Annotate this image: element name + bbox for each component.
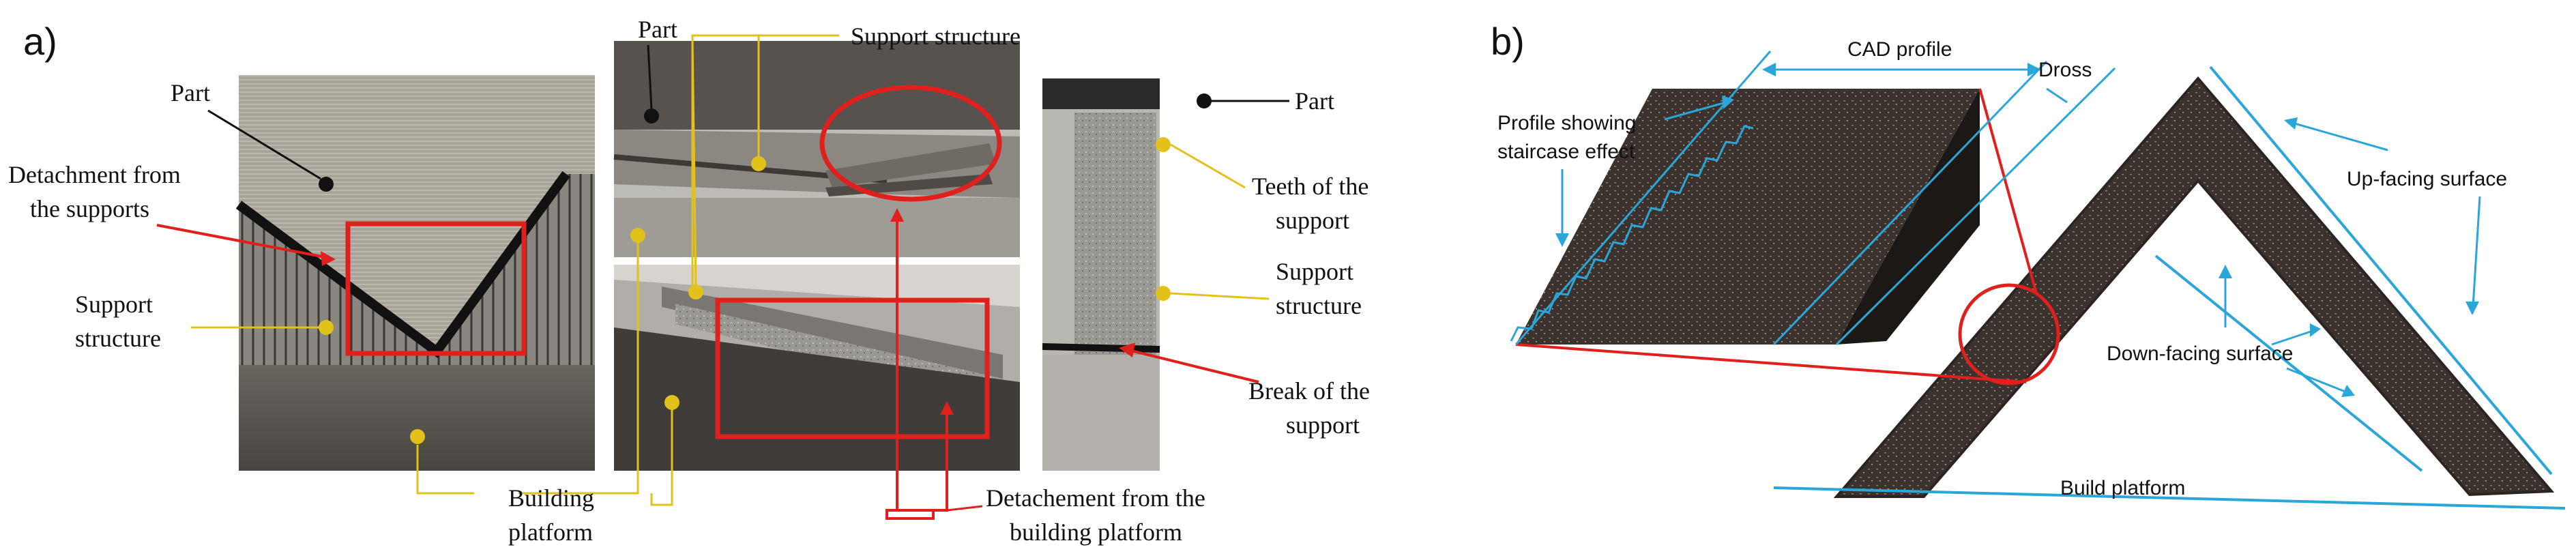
platform-marker-2 xyxy=(630,228,645,243)
down-facing-label: Down-facing surface xyxy=(2107,342,2293,365)
photo-2 xyxy=(613,41,1020,257)
part-marker-2 xyxy=(644,108,659,123)
p4-break-line2: support xyxy=(1286,411,1360,439)
part-marker xyxy=(319,177,334,192)
detachment-highlight-box xyxy=(345,221,527,356)
detachement-line1: Detachement from the xyxy=(986,484,1205,512)
p4-support-line2: structure xyxy=(1276,292,1362,319)
teeth-marker xyxy=(1156,137,1171,152)
p1-support-line2: structure xyxy=(75,325,161,352)
zoom-circle xyxy=(1958,283,2060,385)
detachement-line2: building platform xyxy=(1010,518,1182,546)
support-marker-3 xyxy=(688,284,703,299)
platform-marker xyxy=(410,429,425,444)
p4-part-label: Part xyxy=(1295,87,1334,115)
part-marker-4 xyxy=(1197,93,1212,108)
support-marker-4 xyxy=(1156,286,1171,301)
photo-1 xyxy=(235,75,595,471)
chevron-part xyxy=(1833,76,2555,498)
photo-4 xyxy=(1042,78,1212,471)
panel-label-b: b) xyxy=(1491,20,1525,63)
staircase-profile xyxy=(1510,125,1754,342)
support-structure-label: Support structure xyxy=(851,23,1021,50)
profile-line1: Profile showing xyxy=(1497,112,1636,134)
p4-teeth-line1: Teeth of the xyxy=(1252,173,1368,200)
p1-detachment-arrow xyxy=(156,224,330,259)
building-platform-line1: Building xyxy=(508,484,594,512)
p1-detachment-line1: Detachment from xyxy=(8,161,181,188)
p1-support-line1: Support xyxy=(75,291,153,318)
panel-label-a: a) xyxy=(23,20,57,63)
detachment-highlight-ellipse xyxy=(819,85,1002,202)
p4-break-line1: Break of the xyxy=(1248,377,1370,405)
support-marker xyxy=(319,320,334,335)
p4-teeth-line2: support xyxy=(1276,207,1349,234)
photo-3 xyxy=(614,265,1020,471)
cad-profile-label: CAD profile xyxy=(1847,38,1952,61)
up-facing-label: Up-facing surface xyxy=(2347,168,2507,190)
p1-part-label: Part xyxy=(171,79,210,106)
profile-line2: staircase effect xyxy=(1497,141,1635,163)
building-platform-line2: platform xyxy=(508,518,593,546)
detachment-highlight-box-2 xyxy=(715,297,990,439)
p4-support-line1: Support xyxy=(1276,258,1353,285)
zoom-inset xyxy=(1516,89,1980,345)
build-platform-label: Build platform xyxy=(2060,477,2185,499)
p1-detachment-line2: the supports xyxy=(30,195,149,222)
p2-part-label: Part xyxy=(638,16,677,43)
build-platform-line xyxy=(1773,486,2566,510)
dross-label: Dross xyxy=(2038,59,2092,81)
support-marker-2 xyxy=(751,156,766,171)
detachement-arrow-lines xyxy=(886,218,948,520)
platform-marker-3 xyxy=(664,395,679,410)
